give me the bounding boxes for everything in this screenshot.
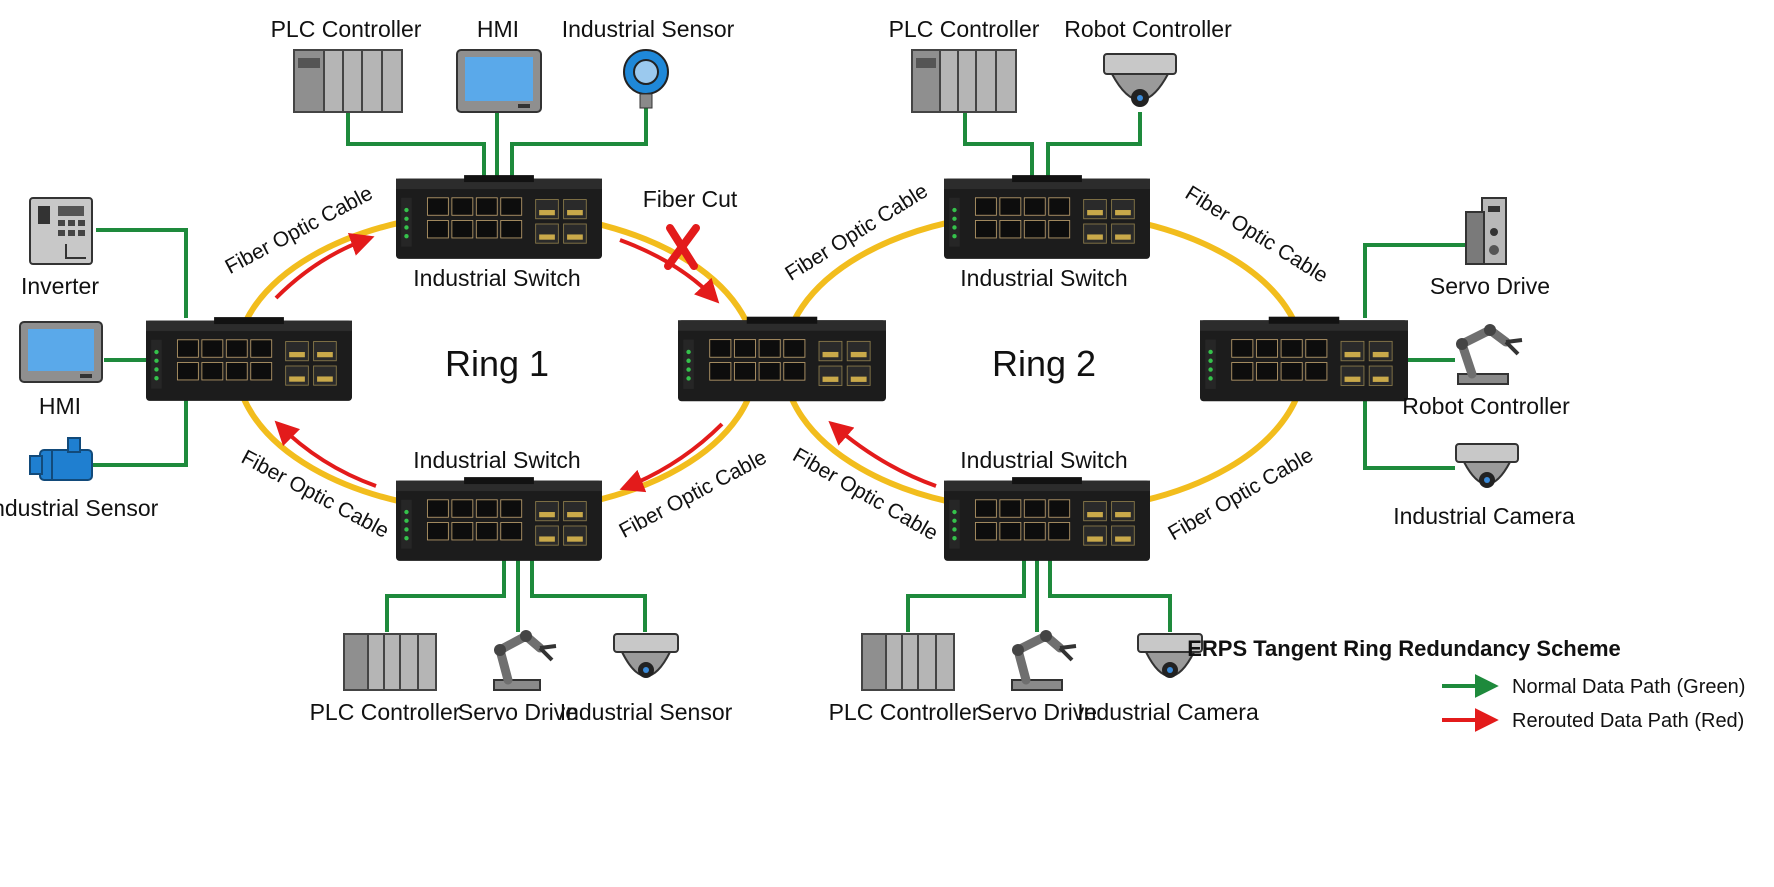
- device-label: HMI: [477, 16, 519, 42]
- device-label: PLC Controller: [310, 699, 461, 725]
- industrial-sensor-icon: [623, 49, 669, 109]
- device-label: PLC Controller: [829, 699, 980, 725]
- switch-ring-1-bottom: [396, 476, 602, 562]
- industrial-sensor-icon: [613, 633, 679, 678]
- robot-controller-icon: [1103, 53, 1177, 107]
- switch-ring-2-right: [1200, 316, 1408, 402]
- red-arrow-3: [619, 422, 724, 493]
- industrial-camera-icon: [1137, 633, 1203, 678]
- legend-normal-label: Normal Data Path (Green): [1512, 676, 1745, 698]
- ring-1-label: Ring 1: [445, 343, 549, 384]
- red-arrow-5: [828, 420, 937, 488]
- device-label: PLC Controller: [271, 16, 422, 42]
- device-label: Industrial Sensor: [562, 16, 735, 42]
- switch-ring-2-bottom: [944, 476, 1150, 562]
- red-arrow-2: [619, 238, 720, 304]
- switch-label: Industrial Switch: [413, 447, 580, 473]
- hmi-icon: [456, 49, 542, 113]
- device-label: Servo Drive: [1430, 273, 1550, 299]
- fiber-cut-x-icon: [664, 224, 700, 270]
- ring-2-bottom-links: [906, 560, 1172, 632]
- servo-drive-icon: [493, 630, 557, 691]
- industrial-camera-icon: [1455, 443, 1519, 488]
- device-label: Industrial Camera: [1393, 503, 1575, 529]
- plc-controller-icon: [861, 633, 955, 691]
- switch-label: Industrial Switch: [960, 447, 1127, 473]
- ring-2-top-links: [963, 112, 1142, 178]
- device-label: Industrial Camera: [1077, 699, 1259, 725]
- switch-shared-center: [678, 316, 886, 402]
- device-label: Industrial Sensor: [0, 495, 159, 521]
- hmi-icon: [19, 321, 103, 383]
- switch-ring-1-left: [146, 316, 352, 402]
- servo-drive-icon: [1011, 630, 1077, 691]
- industrial-sensor-icon: [29, 437, 93, 481]
- switch-ring-2-top: [944, 174, 1150, 260]
- device-label: Inverter: [21, 273, 99, 299]
- device-label: Servo Drive: [458, 699, 578, 725]
- ring-2-label: Ring 2: [992, 343, 1096, 384]
- fiber-cut-label: Fiber Cut: [643, 186, 738, 212]
- left-switch-links: [92, 228, 188, 467]
- right-switch-links: [1363, 243, 1470, 470]
- inverter-icon: [29, 197, 93, 265]
- device-label: Industrial Sensor: [560, 699, 733, 725]
- switch-ring-1-top: [396, 174, 602, 260]
- legend-rerouted-label: Rerouted Data Path (Red): [1512, 710, 1744, 732]
- device-label: HMI: [39, 393, 81, 419]
- rerouted-path-arrows: [274, 232, 937, 493]
- plc-controller-icon: [343, 633, 437, 691]
- switch-label: Industrial Switch: [413, 265, 580, 291]
- device-label: Robot Controller: [1064, 16, 1232, 42]
- red-arrow-4: [274, 420, 377, 488]
- plc-controller-icon: [293, 49, 403, 113]
- robot-controller-icon: [1456, 324, 1523, 385]
- device-label: Robot Controller: [1402, 393, 1570, 419]
- legend: ERPS Tangent Ring Redundancy Scheme Norm…: [1187, 636, 1745, 732]
- ring-1-bottom-links: [385, 560, 647, 632]
- switch-label: Industrial Switch: [960, 265, 1127, 291]
- red-arrow-1: [274, 232, 375, 300]
- device-label: Servo Drive: [977, 699, 1097, 725]
- ring-1-top-links: [346, 108, 648, 178]
- legend-title: ERPS Tangent Ring Redundancy Scheme: [1187, 636, 1621, 661]
- plc-controller-icon: [911, 49, 1017, 113]
- servo-drive-icon: [1465, 197, 1507, 265]
- device-label: PLC Controller: [889, 16, 1040, 42]
